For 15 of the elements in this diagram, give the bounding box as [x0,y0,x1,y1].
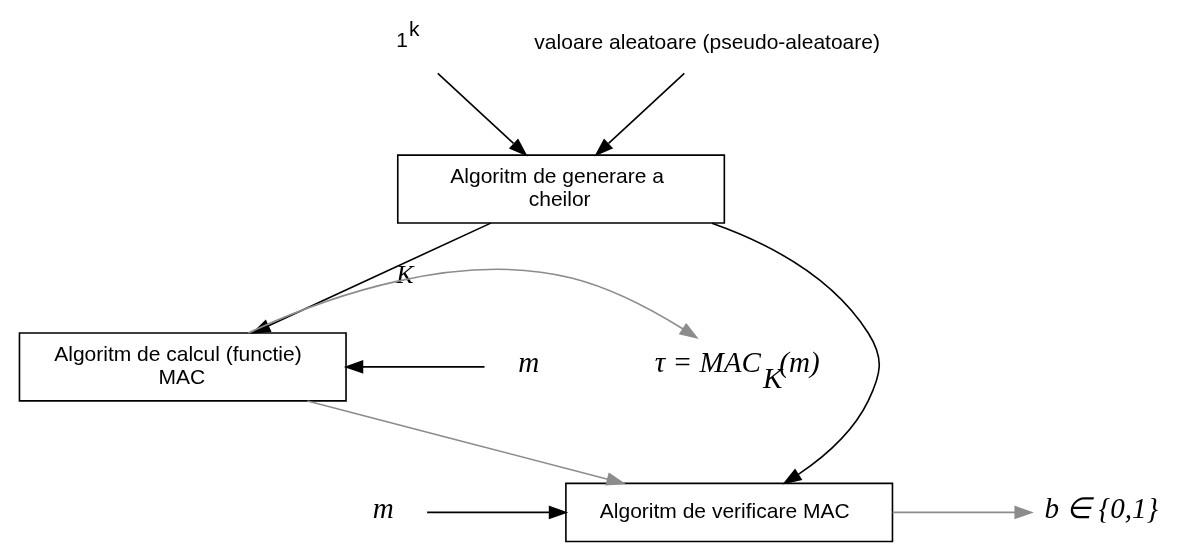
arrow [891,505,1034,520]
node-text: m [517,346,539,379]
arrow [343,360,485,374]
node-box: Algoritm de verificare MAC [564,482,893,543]
edge-label: K [395,259,413,289]
node-text: valoare aleatoare (pseudo-aleatoare) [533,30,880,54]
node-box: Algoritm de calcul (functie) MAC [18,332,347,402]
arrow [436,72,528,157]
arrow [710,222,880,485]
arrow [306,400,626,486]
node-text: m [372,491,394,524]
arrow [425,505,568,520]
node-text: b ∈ {0,1} [1043,491,1158,524]
arrow [593,72,685,157]
node-box: Algoritm de generare a cheilor [396,154,725,224]
